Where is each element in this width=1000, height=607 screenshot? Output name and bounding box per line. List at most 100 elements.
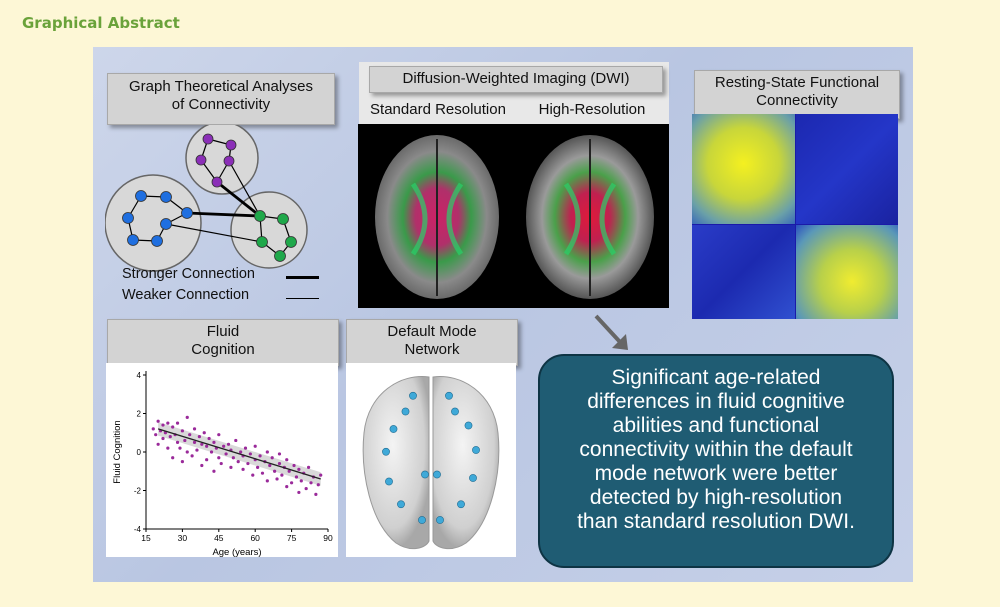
data-point [239,450,243,454]
y-tick-label: 4 [137,371,142,380]
x-axis-label: Age (years) [212,547,261,557]
data-point [175,440,180,444]
graph-title-line1: Graph Theoretical Analyses [129,78,313,95]
data-point [265,479,269,483]
data-point [200,442,204,446]
data-point [294,475,299,479]
data-point [256,465,260,469]
data-point [188,433,192,437]
node-blue [135,190,147,202]
data-point [229,465,233,469]
node-purple [202,133,214,145]
data-point [248,452,252,456]
callout-line: mode network were better [594,462,838,485]
data-point [297,467,301,471]
data-point [178,446,182,450]
data-point [319,473,323,477]
data-point [156,419,160,423]
data-point [241,467,245,471]
x-tick-label: 60 [250,533,260,543]
legend-weak-label: Weaker Connection [122,287,250,303]
dmn-title-line1: Default Mode [387,323,477,340]
data-point [212,469,216,473]
dmn-node [418,516,426,524]
y-tick-label: 0 [137,448,142,457]
dmn-node [421,470,429,479]
data-point [260,471,265,475]
dmn-node [397,500,405,509]
conclusion-callout: Significant age-related differences in f… [538,354,894,568]
fluid-title-line1: Fluid [206,323,240,340]
data-point [243,446,248,450]
data-point [166,421,170,425]
x-tick-label: 15 [141,533,151,543]
rsfc-title-line1: Resting-State Functional [714,74,880,91]
node-purple [225,139,237,151]
matrix-block-top-right [796,114,898,224]
module-green [230,191,308,269]
matrix-block-bottom-right [796,225,898,319]
data-point [175,421,180,425]
dwi-high-label: High-Resolution [538,101,646,118]
node-blue [127,234,139,246]
y-tick-label: -4 [134,525,142,534]
matrix-block-top-left [692,114,795,224]
matrix-block-bottom-left [692,225,795,319]
data-point [209,450,214,454]
rsfc-title-line2: Connectivity [756,92,838,109]
module-blue [105,174,202,272]
dmn-node [436,516,444,524]
dmn-node [389,425,398,433]
node-purple [211,176,223,188]
fluid-panel-title: Fluid Cognition [107,319,339,366]
data-point [270,456,274,460]
data-point [192,427,197,431]
callout-line: than standard resolution DWI. [577,510,855,533]
data-point [183,438,187,443]
data-point [195,448,199,452]
dmn-panel-title: Default Mode Network [346,319,518,366]
legend-strong-label: Stronger Connection [122,266,255,282]
data-point [171,456,175,460]
data-point [231,456,235,460]
data-point [226,442,231,446]
data-point [180,429,184,433]
dmn-node [445,391,453,400]
data-point [287,469,291,473]
y-axis-label: Fluid Cognition [112,420,123,483]
data-point [212,440,216,444]
dmn-node [464,421,473,430]
legend-weak-line [286,298,319,299]
data-point [222,444,226,448]
data-point [292,463,296,468]
callout-line: differences in fluid cognitive [587,390,845,413]
dmn-node [472,446,480,454]
data-point [161,423,165,427]
graph-title-line2: of Connectivity [171,96,271,113]
data-point [246,461,250,466]
callout-line: detected by high-resolution [589,486,843,509]
node-purple [223,155,235,167]
data-point [207,436,211,441]
dmn-node [433,470,441,479]
dmn-title-line2: Network [404,341,460,358]
x-tick-label: 90 [323,533,333,543]
data-point [273,469,277,473]
callout-line: connectivity within the default [579,438,853,461]
data-point [151,427,155,431]
data-point [200,463,204,468]
data-point [285,485,289,489]
graphical-abstract-title: Graphical Abstract [22,14,180,32]
data-point [205,444,209,448]
data-point [314,492,318,496]
node-blue [160,218,172,230]
data-point [166,446,170,450]
x-tick-label: 45 [214,533,224,543]
node-green [274,250,286,262]
data-point [236,460,240,464]
node-blue [151,235,163,247]
dwi-brains-svg [375,135,654,299]
data-point [205,458,209,462]
